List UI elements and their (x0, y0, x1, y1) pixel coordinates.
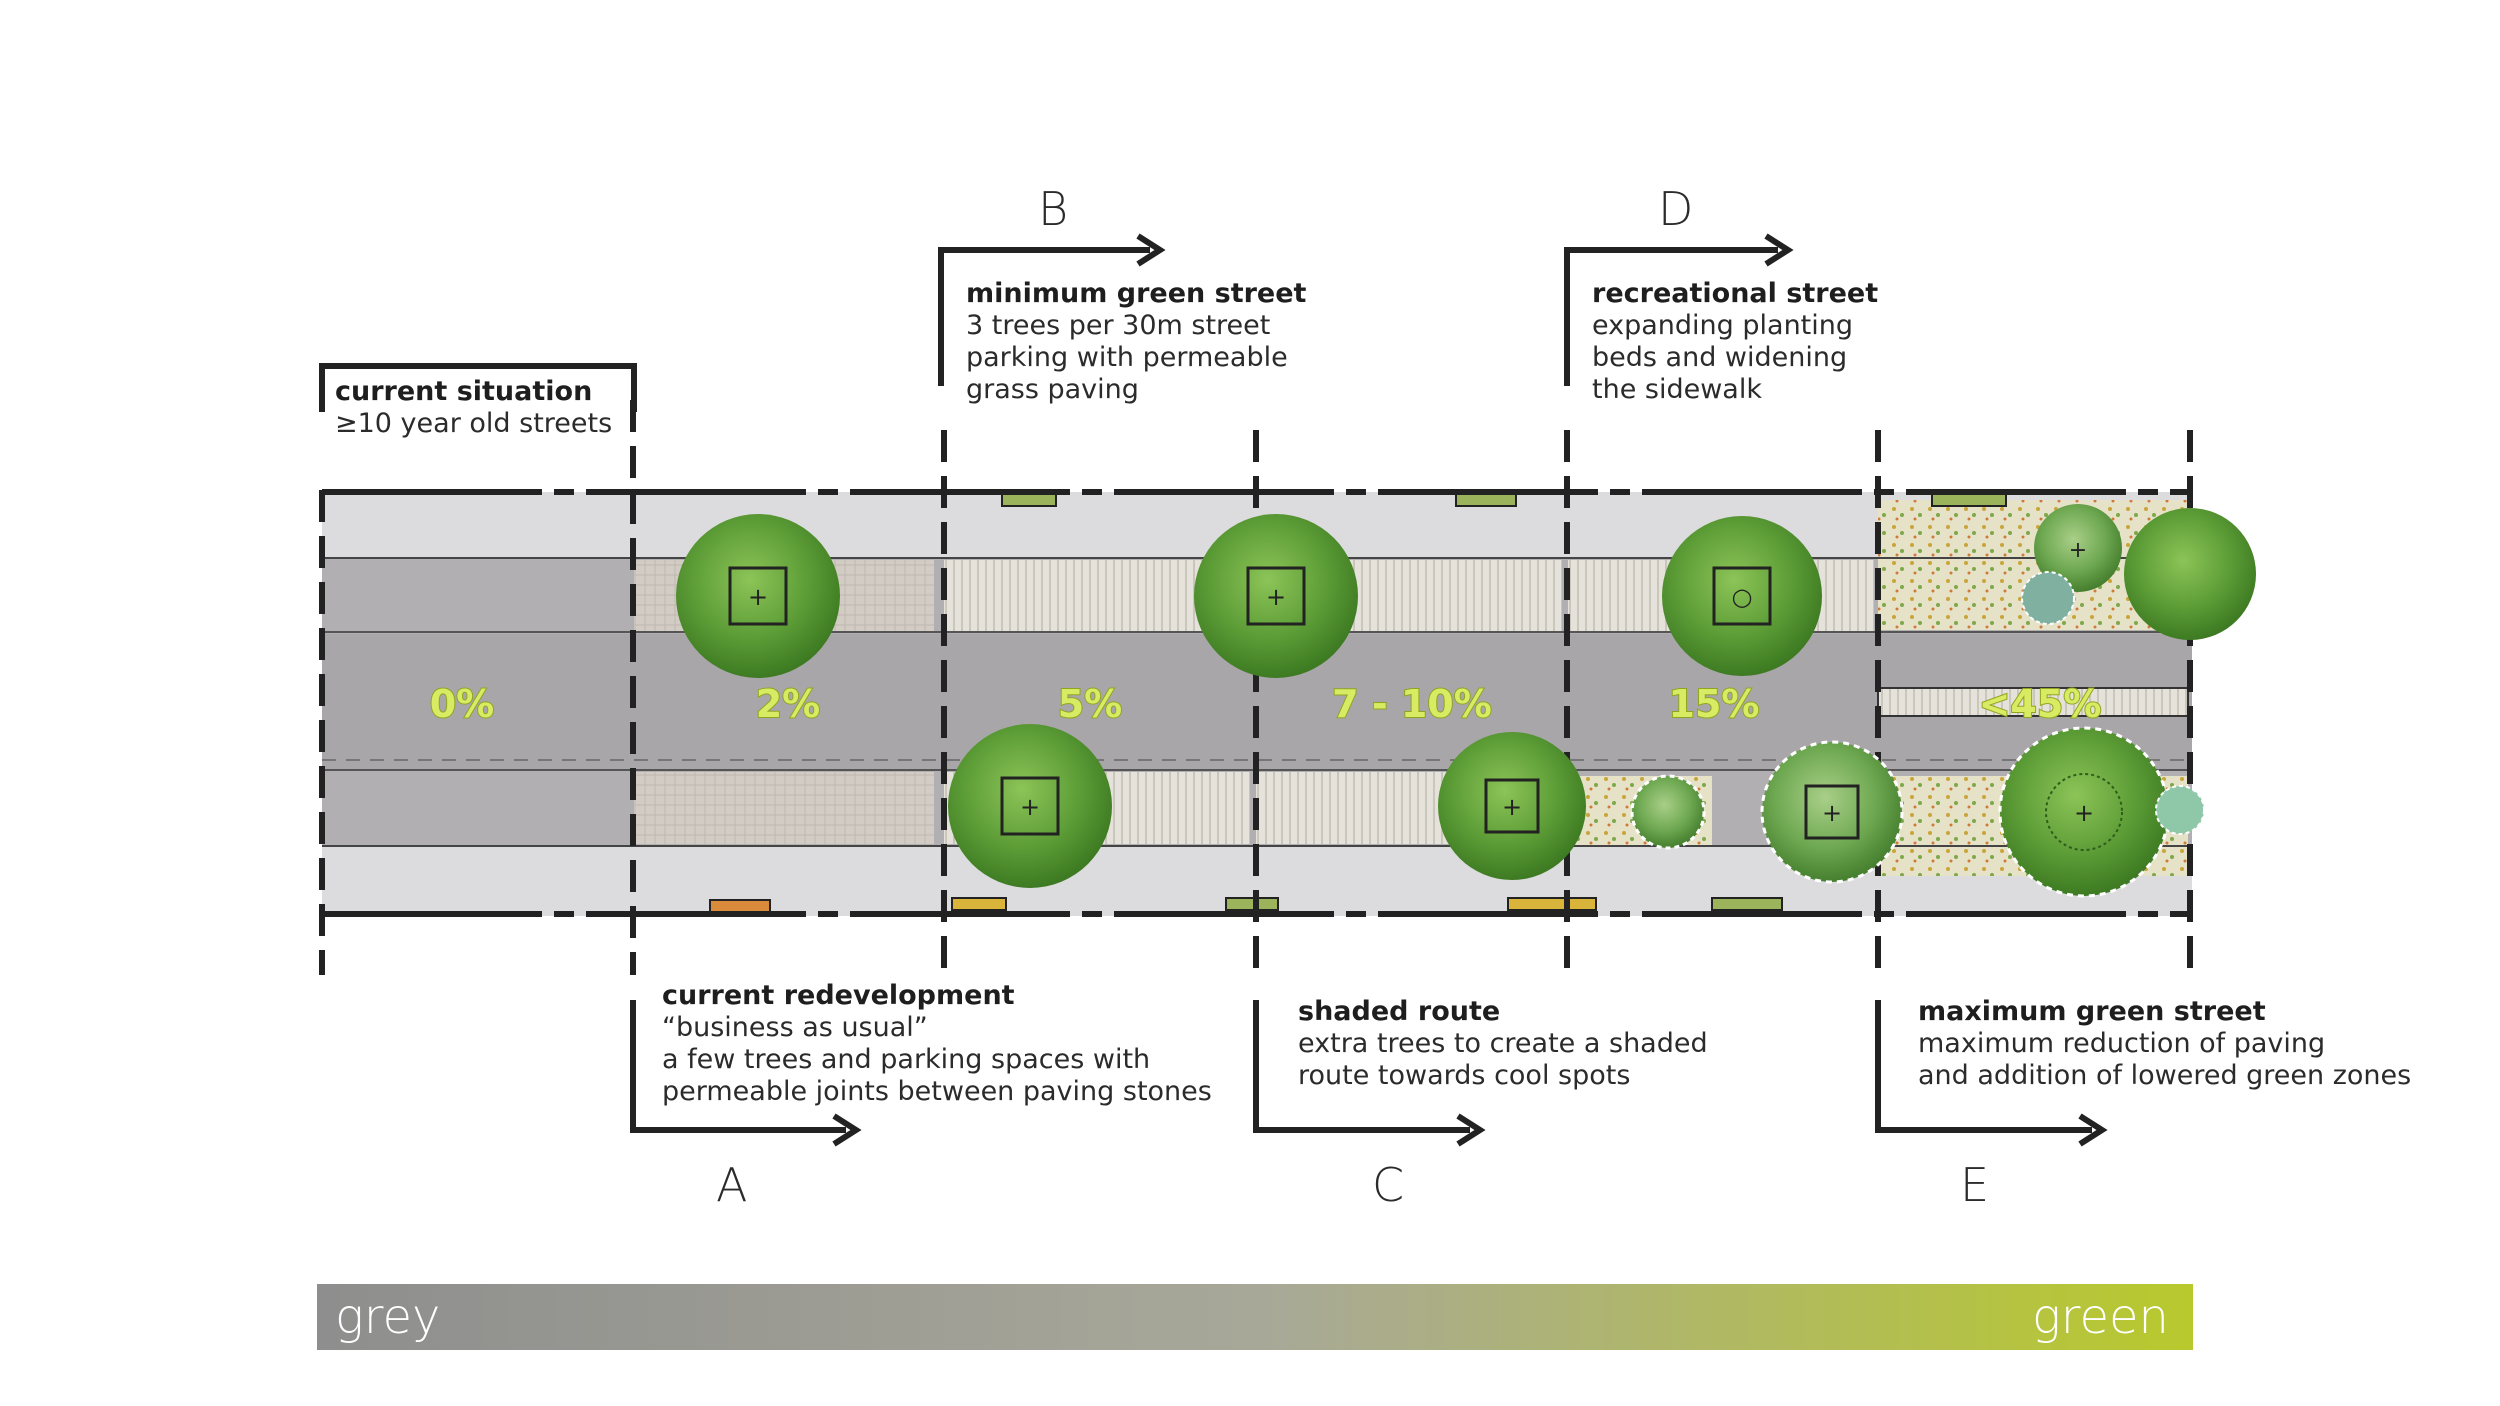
svg-text:+: + (1266, 583, 1286, 611)
facade-planter (1225, 897, 1279, 911)
section-D-description: recreational street expanding planting b… (1592, 278, 1878, 406)
section-E-line: and addition of lowered green zones (1918, 1060, 2412, 1091)
percent-C: 7 - 10% (1332, 682, 1492, 726)
arrow-C (1253, 1000, 1486, 1147)
svg-text:○: ○ (1732, 583, 1753, 611)
section-A-line: permeable joints between paving stones (662, 1076, 1212, 1107)
planting-strip-E-middle (1877, 687, 2189, 717)
scale-label-green: green (2032, 1289, 2169, 1345)
section-letter-C: C (1372, 1158, 1405, 1212)
tree-D-top: ○ (1662, 516, 1822, 676)
section-D-line: expanding planting (1592, 310, 1854, 341)
section-current-description: current situation ≥10 year old streets (335, 376, 612, 440)
section-D-line: the sidewalk (1592, 374, 1762, 405)
street-plan: + + + + ○ + (319, 400, 2256, 975)
tree-B-bottom: + (948, 724, 1112, 888)
section-letter-E: E (1960, 1158, 1990, 1212)
facade-planter (1507, 897, 1597, 911)
tree-E-bottom: + (1998, 726, 2170, 898)
section-A-line: “business as usual” (662, 1012, 928, 1043)
section-A-title: current redevelopment (662, 980, 1015, 1011)
section-B-title: minimum green street (966, 278, 1307, 309)
section-D-line: beds and widening (1592, 342, 1848, 373)
section-A-description: current redevelopment “business as usual… (662, 980, 1212, 1108)
section-C-description: shaded route extra trees to create a sha… (1298, 996, 1708, 1092)
tree-A-top: + (676, 514, 840, 678)
section-letter-D: D (1658, 182, 1694, 236)
section-B-description: minimum green street 3 trees per 30m str… (966, 278, 1306, 406)
tree-E-top-right (2124, 508, 2256, 640)
bracket-current (319, 363, 637, 412)
section-B-line: grass paving (966, 374, 1139, 405)
grey-green-scale-bar (317, 1284, 2193, 1350)
facade-planter (1711, 897, 1783, 911)
section-dividers (319, 400, 2193, 975)
section-letter-B: B (1038, 182, 1069, 236)
svg-text:+: + (2069, 538, 2087, 563)
shrub-E-bottom-edge (2155, 785, 2205, 835)
svg-text:+: + (2074, 799, 2094, 827)
svg-text:+: + (1020, 793, 1040, 821)
section-current-line: ≥10 year old streets (335, 408, 613, 439)
section-A-line: a few trees and parking spaces with (662, 1044, 1151, 1075)
section-C-line: extra trees to create a shaded (1298, 1028, 1708, 1059)
shrub-D-bottom (1630, 774, 1706, 850)
facade-planter (1455, 493, 1517, 507)
arrow-E (1875, 1000, 2108, 1147)
tree-C-top: + (1194, 514, 1358, 678)
green-percentages: 0% 2% 5% 7 - 10% 15% <45% (429, 681, 2103, 727)
section-letter-A: A (716, 1158, 748, 1212)
facade-planter (1931, 493, 2007, 507)
svg-text:+: + (1502, 793, 1522, 821)
tree-D-bottom: + (1760, 740, 1904, 884)
section-current-title: current situation (335, 376, 593, 407)
tree-C-bottom: + (1438, 732, 1586, 880)
section-B-line: parking with permeable (966, 342, 1288, 373)
tree-E-top-left: + (2034, 504, 2122, 592)
section-E-title: maximum green street (1918, 996, 2266, 1027)
scale-label-grey: grey (335, 1289, 441, 1345)
shrub-E-top (2021, 571, 2075, 625)
section-E-line: maximum reduction of paving (1918, 1028, 2326, 1059)
facade-planter (951, 897, 1007, 911)
percent-A: 2% (756, 682, 821, 726)
percent-D: 15% (1669, 682, 1760, 726)
percent-B: 5% (1058, 682, 1123, 726)
facade-planter (1001, 493, 1057, 507)
svg-text:+: + (1822, 799, 1842, 827)
arrow-A (630, 1000, 862, 1147)
section-D-title: recreational street (1592, 278, 1879, 309)
section-C-line: route towards cool spots (1298, 1060, 1631, 1091)
section-E-description: maximum green street maximum reduction o… (1918, 996, 2411, 1092)
percent-current: 0% (430, 682, 495, 726)
arrow-B (938, 233, 1166, 386)
svg-text:+: + (748, 583, 768, 611)
permeable-paving-A-bottom (634, 772, 934, 844)
percent-E: <45% (1979, 682, 2102, 726)
section-C-title: shaded route (1298, 996, 1501, 1027)
section-B-line: 3 trees per 30m street (966, 310, 1271, 341)
facade-planter (709, 899, 771, 913)
arrow-D (1564, 233, 1794, 386)
